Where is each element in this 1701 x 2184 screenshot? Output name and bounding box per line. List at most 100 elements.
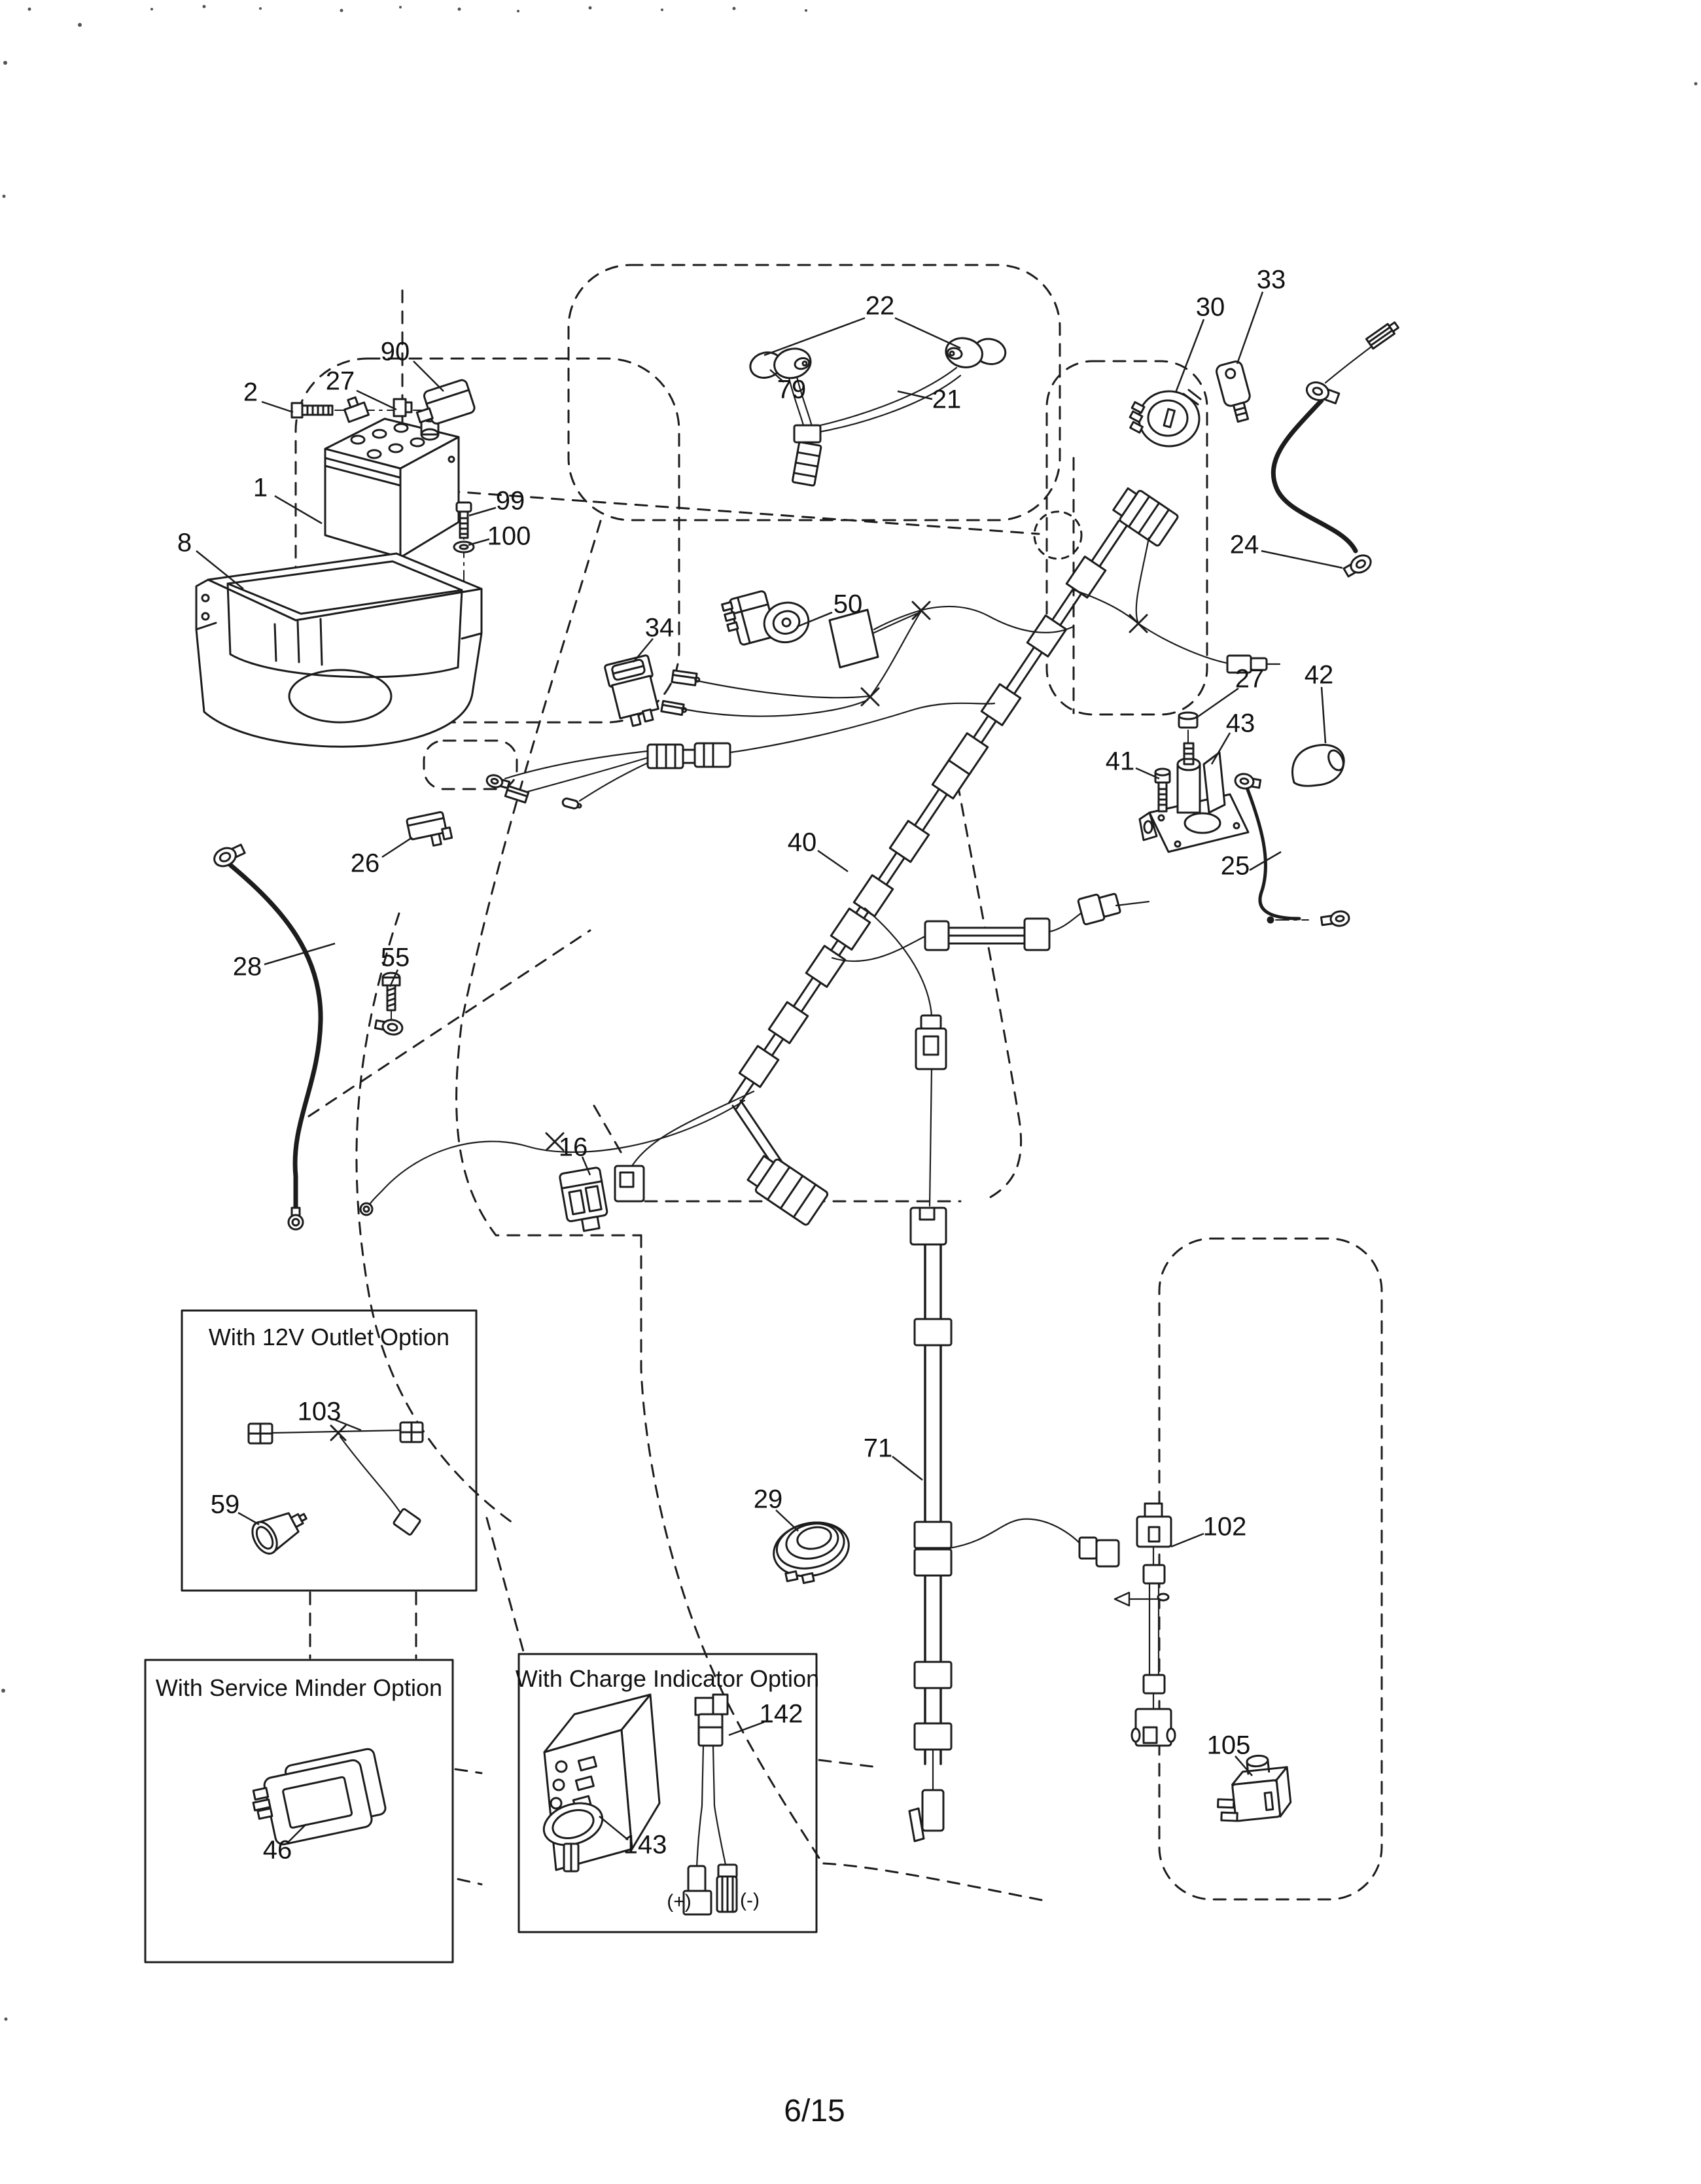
harness-end-connector-top [1112, 487, 1179, 547]
direction-arrow [1114, 1591, 1170, 1607]
callout-leader-103 [334, 1418, 362, 1432]
harness-end-connector-bottom [746, 1155, 829, 1226]
callout-leader-42 [1320, 686, 1327, 744]
callout-leader-41 [1135, 767, 1160, 780]
headlight-bulb-right [945, 337, 1007, 368]
small-dashed-outline [423, 739, 518, 790]
callout-leader-30 [1174, 319, 1205, 393]
callout-33: 33 [1257, 266, 1286, 294]
spade-terminal [671, 669, 701, 686]
battery [324, 396, 460, 559]
callout-leader-1 [274, 495, 323, 525]
connector-pair [1077, 892, 1121, 926]
callout-leader-22 [763, 317, 866, 357]
fender-outline [355, 912, 518, 1527]
outlet-option-box [181, 1309, 478, 1592]
horn-29 [773, 1521, 850, 1585]
callout-142: 142 [760, 1700, 803, 1729]
callout-46: 46 [263, 1836, 292, 1865]
callout-leader-40 [817, 849, 849, 873]
headlight-harness-group [749, 337, 1007, 487]
console-outline [455, 520, 642, 1237]
callout-42: 42 [1305, 661, 1334, 690]
callout-leader-102 [1170, 1532, 1204, 1548]
callout-50: 50 [833, 590, 863, 619]
callout-leader-99 [468, 506, 497, 517]
seat-harness-71 [908, 1206, 1120, 1842]
callout-leader-34 [633, 638, 654, 663]
callout-30: 30 [1196, 293, 1225, 322]
callout-leader-24 [1261, 550, 1343, 569]
callout-41: 41 [1106, 747, 1135, 776]
callout-55: 55 [381, 943, 410, 972]
ground-cable-28 [213, 843, 323, 1231]
callout-leader-100 [468, 538, 490, 546]
callout-leader-25 [1249, 851, 1282, 872]
callout-143: 143 [623, 1831, 667, 1859]
nut-27 [393, 398, 413, 417]
callout-24: 24 [1230, 531, 1259, 559]
callout-leader-27 [356, 389, 397, 411]
console-components [559, 590, 922, 1232]
callout-leader-8 [196, 550, 244, 590]
harness-103-plug [393, 1508, 421, 1536]
callout-25: 25 [1221, 852, 1250, 881]
service-minder-box [144, 1659, 454, 1964]
callout-leader-79 [769, 369, 784, 383]
callout-105: 105 [1207, 1731, 1251, 1760]
charge-indicator-143 [542, 1693, 661, 1873]
extension-harness-102 [1114, 1502, 1176, 1747]
battery-region-outline [294, 357, 680, 724]
callout-79: 79 [777, 376, 807, 404]
callout-2: 2 [243, 378, 258, 407]
spade-terminal [660, 699, 688, 716]
rocker-switch-34 [604, 654, 659, 728]
main-wiring-harness-40 [359, 487, 1281, 1226]
callout-27: 27 [326, 367, 355, 396]
callout-103: 103 [298, 1398, 342, 1426]
chassis-line [593, 1104, 624, 1157]
callout-leader-21 [897, 390, 933, 400]
ignition-switch-30 [1129, 389, 1202, 448]
callout-leader-27 [1197, 687, 1239, 718]
solenoid-cable-25 [1234, 773, 1350, 927]
inline-connector [924, 917, 1051, 951]
interlock-switch-105 [1217, 1754, 1292, 1822]
service-minder-title: With Service Minder Option [156, 1674, 442, 1701]
callout-leader-22 [894, 317, 961, 349]
splice-marks [330, 601, 1148, 1441]
solenoid-nut-27 [1178, 711, 1199, 729]
battery-group [195, 379, 483, 748]
outlet-option-contents [247, 1421, 424, 1555]
headlight-bulb-left [749, 347, 812, 379]
chassis-line [307, 929, 591, 1118]
chassis-line [454, 1759, 874, 1886]
positive-label: (+) [667, 1891, 692, 1912]
service-minder-contents [252, 1748, 387, 1846]
box-link-dashes [309, 1591, 417, 1659]
steering-column-hole [1033, 510, 1083, 560]
callout-99: 99 [496, 487, 525, 516]
callout-27: 27 [1235, 665, 1265, 694]
ignition-group [1129, 321, 1399, 578]
callout-leader-26 [381, 836, 413, 858]
harness-collars [738, 555, 1107, 1088]
battery-box-8 [195, 552, 483, 748]
callout-102: 102 [1203, 1513, 1247, 1541]
callout-leader-55 [389, 969, 399, 987]
callout-40: 40 [788, 828, 817, 857]
fuse-holder-harness [485, 702, 996, 810]
charge-indicator-box [517, 1653, 818, 1933]
callout-16: 16 [559, 1133, 588, 1162]
spade-terminal [1365, 321, 1399, 350]
headlight-connector-21 [792, 424, 822, 487]
fuse-group [406, 702, 996, 847]
page-number: 6/15 [784, 2094, 845, 2128]
option-boxes [144, 1309, 818, 1964]
outlet-12v-59 [251, 1512, 307, 1555]
callout-43: 43 [1226, 709, 1255, 738]
callout-leader-16 [581, 1156, 591, 1176]
callout-leader-28 [264, 942, 336, 966]
callout-8: 8 [177, 529, 192, 557]
